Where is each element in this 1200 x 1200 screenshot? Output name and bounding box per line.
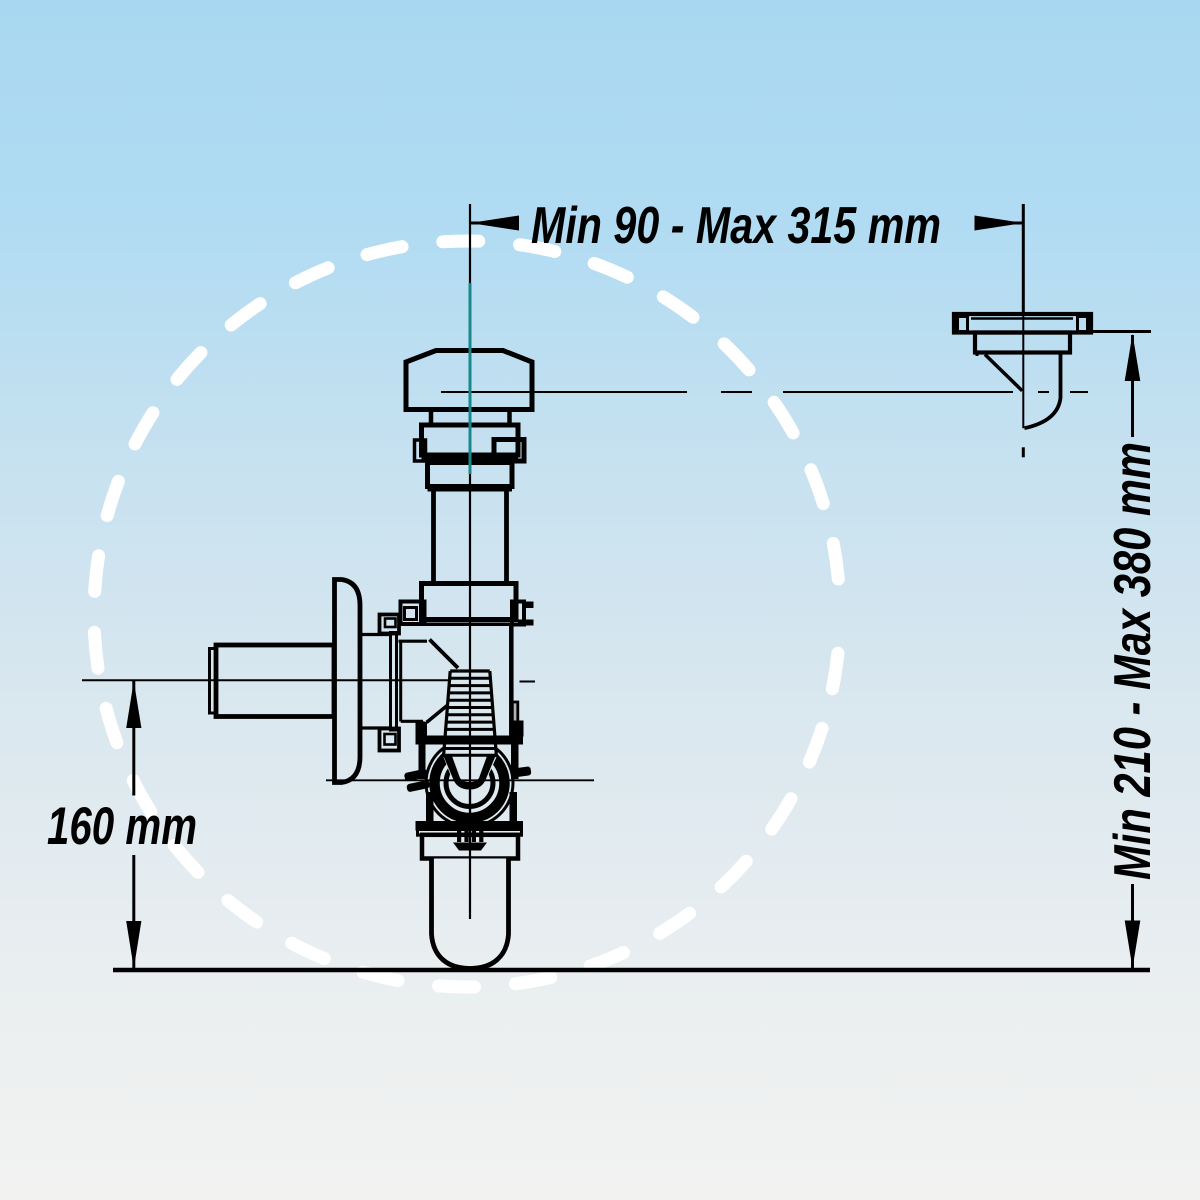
svg-text:160 mm: 160 mm	[47, 797, 197, 856]
svg-text:Min 210 - Max 380 mm: Min 210 - Max 380 mm	[1104, 442, 1162, 880]
svg-text:Min 90 - Max 315 mm: Min 90 - Max 315 mm	[531, 197, 941, 255]
